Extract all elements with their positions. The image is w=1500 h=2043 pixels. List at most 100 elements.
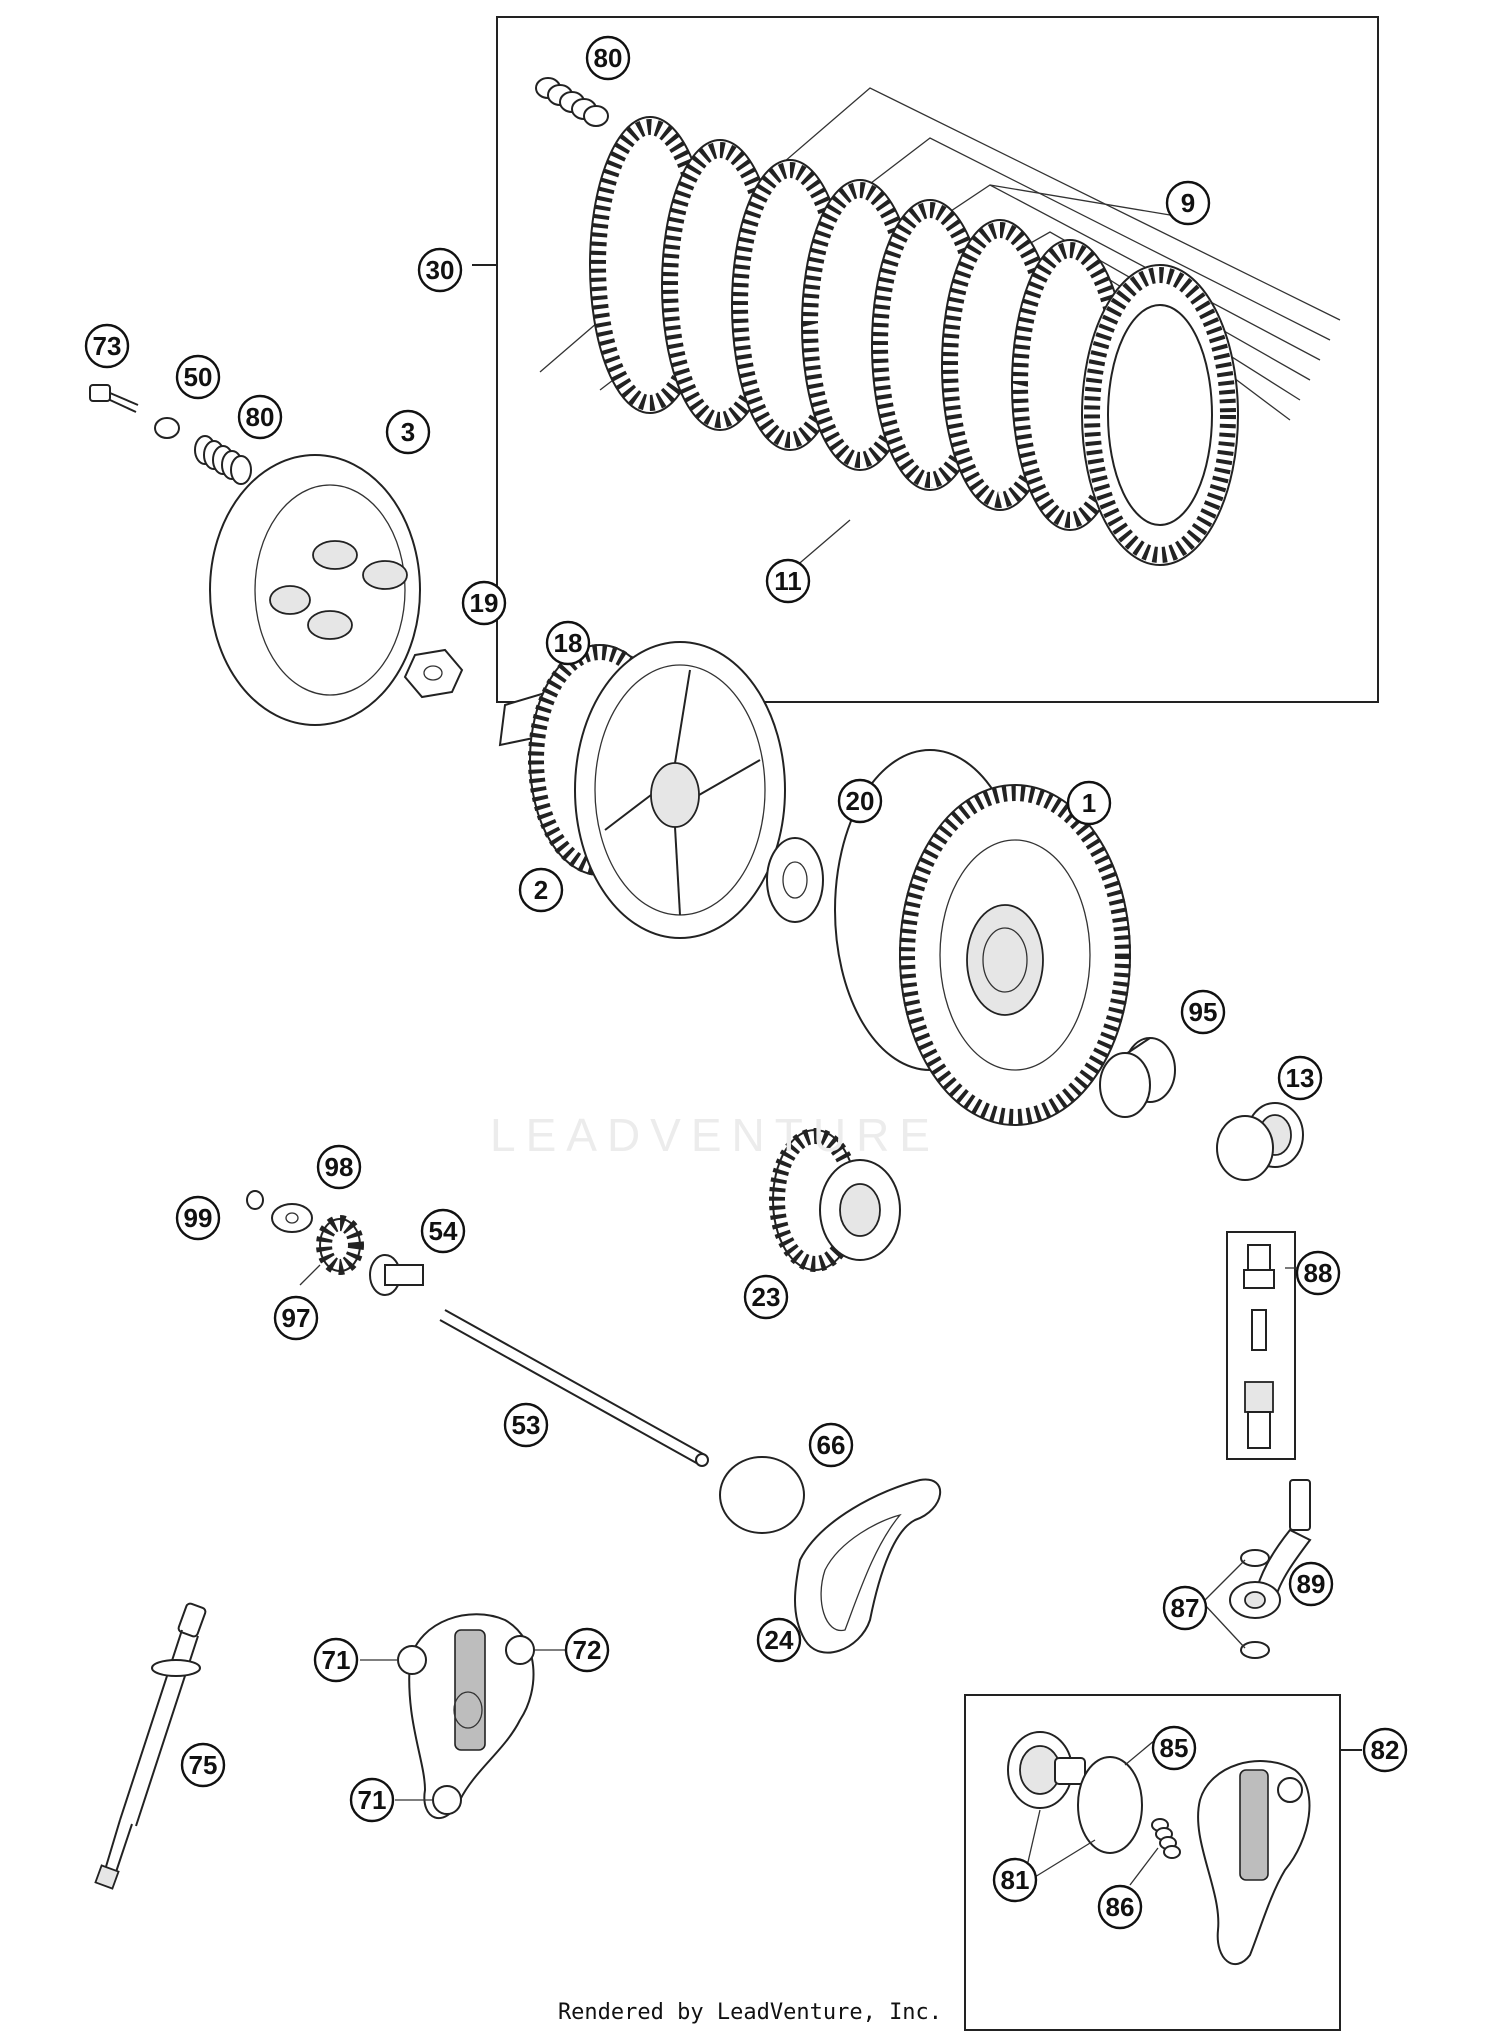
callout-81: 81 [992, 1857, 1038, 1903]
svg-text:72: 72 [573, 1635, 602, 1665]
callout-30: 30 [417, 247, 463, 293]
callout-85: 85 [1151, 1725, 1197, 1771]
svg-text:98: 98 [325, 1152, 354, 1182]
callout-24: 24 [756, 1617, 802, 1663]
spring-80-top [535, 77, 609, 127]
slave-cylinder-body-82 [1197, 1760, 1311, 1966]
svg-text:2: 2 [534, 875, 548, 905]
leader-87-a [1204, 1559, 1246, 1601]
spring-86 [1151, 1818, 1181, 1859]
pressure-piece-54 [369, 1254, 424, 1296]
callout-71-upper: 71 [313, 1637, 359, 1683]
svg-text:50: 50 [184, 362, 213, 392]
pressure-plate-3 [209, 454, 421, 726]
callout-98: 98 [316, 1144, 362, 1190]
callout-leaders [299, 1264, 1300, 1801]
callout-97: 97 [273, 1295, 319, 1341]
o-ring-66 [719, 1456, 805, 1534]
clutch-plate-stack [589, 116, 1239, 566]
leader-85 [1124, 1739, 1156, 1766]
watermark: LEADVENTURE [490, 1109, 940, 1161]
callout-2: 2 [518, 867, 564, 913]
callout-82: 82 [1362, 1727, 1408, 1773]
gasket-24 [794, 1478, 941, 1654]
washer-50 [154, 417, 180, 439]
callout-73: 73 [84, 323, 130, 369]
circlip-99 [246, 1190, 264, 1210]
svg-text:80: 80 [246, 402, 275, 432]
svg-text:71: 71 [322, 1645, 351, 1675]
callout-72: 72 [564, 1627, 610, 1673]
svg-text:18: 18 [554, 628, 583, 658]
thrust-bearing-97 [316, 1215, 364, 1275]
svg-text:3: 3 [401, 417, 415, 447]
callout-75: 75 [180, 1742, 226, 1788]
bleed-screw-75 [94, 1602, 207, 1890]
svg-text:20: 20 [846, 786, 875, 816]
callout-71-lower: 71 [349, 1777, 395, 1823]
svg-text:73: 73 [93, 331, 122, 361]
svg-text:66: 66 [817, 1430, 846, 1460]
leader-81-b [1029, 1839, 1096, 1881]
svg-text:75: 75 [189, 1750, 218, 1780]
svg-text:86: 86 [1106, 1892, 1135, 1922]
svg-text:85: 85 [1160, 1733, 1189, 1763]
clutch-basket-1 [834, 749, 1131, 1126]
callout-99: 99 [175, 1195, 221, 1241]
svg-text:13: 13 [1286, 1063, 1315, 1093]
bushing-13 [1216, 1102, 1304, 1181]
svg-text:71: 71 [358, 1785, 387, 1815]
svg-text:11: 11 [774, 566, 802, 596]
leader-87-b [1204, 1604, 1246, 1649]
svg-text:95: 95 [1189, 997, 1218, 1027]
svg-text:87: 87 [1171, 1593, 1200, 1623]
seal-85 [1077, 1756, 1143, 1854]
svg-text:9: 9 [1181, 188, 1195, 218]
callout-89: 89 [1288, 1561, 1334, 1607]
svg-text:1: 1 [1082, 788, 1096, 818]
washer-20 [766, 837, 824, 923]
needle-bearing-95 [1099, 1037, 1176, 1118]
svg-text:24: 24 [765, 1625, 794, 1655]
clutch-plate-kit-frame [472, 16, 1379, 703]
svg-text:97: 97 [282, 1303, 311, 1333]
svg-text:88: 88 [1304, 1258, 1333, 1288]
nut-19 [403, 648, 464, 699]
inner-hub-2 [528, 641, 786, 939]
callout-50: 50 [175, 354, 221, 400]
render-credit: Rendered by LeadVenture, Inc. [557, 2000, 943, 2025]
callout-23: 23 [743, 1274, 789, 1320]
fitting-kit-88 [1226, 1231, 1296, 1460]
callout-80-top: 80 [585, 35, 631, 81]
callout-53: 53 [503, 1402, 549, 1448]
callout-20: 20 [837, 778, 883, 824]
spring-80-left [194, 435, 252, 485]
washer-87-lower [1240, 1641, 1270, 1659]
callout-88: 88 [1295, 1250, 1341, 1296]
callout-87: 87 [1162, 1585, 1208, 1631]
bolt-73 [89, 384, 139, 413]
callout-11: 11 [765, 558, 811, 604]
callout-95: 95 [1180, 989, 1226, 1035]
callout-9: 9 [1165, 180, 1211, 226]
slave-cylinder [397, 1613, 535, 1820]
washer-98 [271, 1203, 313, 1233]
primary-gear-23 [769, 1128, 901, 1272]
svg-text:53: 53 [512, 1410, 541, 1440]
svg-text:80: 80 [594, 43, 623, 73]
svg-text:19: 19 [470, 588, 499, 618]
washer-87-upper [1240, 1549, 1270, 1567]
leader-86 [1129, 1847, 1159, 1886]
callout-1: 1 [1066, 780, 1112, 826]
callout-13: 13 [1277, 1055, 1323, 1101]
callout-18: 18 [545, 620, 591, 666]
svg-text:30: 30 [426, 255, 455, 285]
callout-86: 86 [1097, 1884, 1143, 1930]
callout-66: 66 [808, 1422, 854, 1468]
nut-hole [423, 665, 443, 681]
callout-54: 54 [420, 1208, 466, 1254]
svg-text:81: 81 [1001, 1865, 1030, 1895]
svg-text:54: 54 [429, 1216, 458, 1246]
